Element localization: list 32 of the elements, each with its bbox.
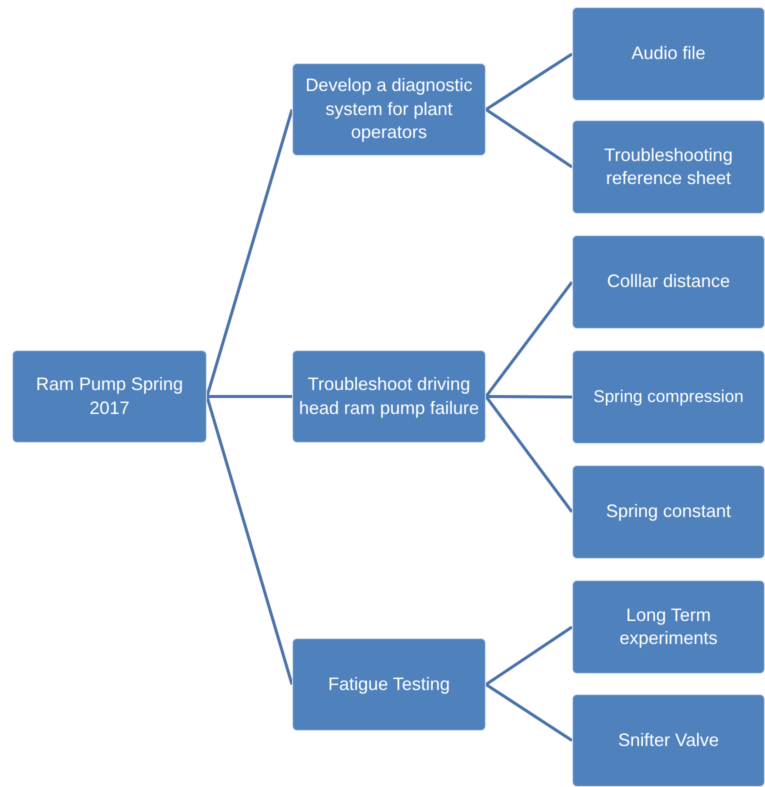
topic-box	[572, 235, 765, 329]
box-label: Troubleshooting reference sheet	[603, 144, 734, 190]
topic-box	[292, 63, 486, 156]
box-label: Ram Pump Spring 2017	[34, 373, 184, 420]
connector-line	[486, 395, 572, 398]
box-label: Develop a diagnostic system for plant operators	[304, 74, 474, 144]
connector-line	[206, 109, 294, 397]
topic-box	[292, 350, 486, 443]
box-label: Troubleshoot driving head ram pump failure	[298, 373, 480, 420]
topic-box	[572, 7, 765, 101]
connector-line	[484, 281, 574, 398]
connector-line	[485, 52, 573, 111]
box-label: Long Term experiments	[618, 604, 719, 650]
topic-box	[572, 580, 765, 674]
box-label: Spring compression	[593, 386, 744, 408]
box-label: Snifter Valve	[618, 728, 719, 752]
box-label: Audio file	[631, 42, 706, 66]
topic-box	[572, 120, 765, 214]
topic-box	[572, 694, 765, 787]
box-label: Colllar distance	[606, 270, 730, 294]
box-label: Fatigue Testing	[328, 672, 450, 696]
connector-line	[206, 396, 294, 685]
connector-line	[485, 683, 573, 742]
box-label: Spring constant	[606, 500, 732, 524]
connector-line	[484, 396, 574, 513]
topic-box	[572, 465, 765, 559]
connector-line	[207, 395, 292, 398]
topic-box	[12, 350, 207, 443]
connector-line	[485, 626, 573, 686]
connector-line	[485, 108, 573, 168]
topic-box	[292, 638, 486, 731]
topic-box	[572, 350, 765, 444]
